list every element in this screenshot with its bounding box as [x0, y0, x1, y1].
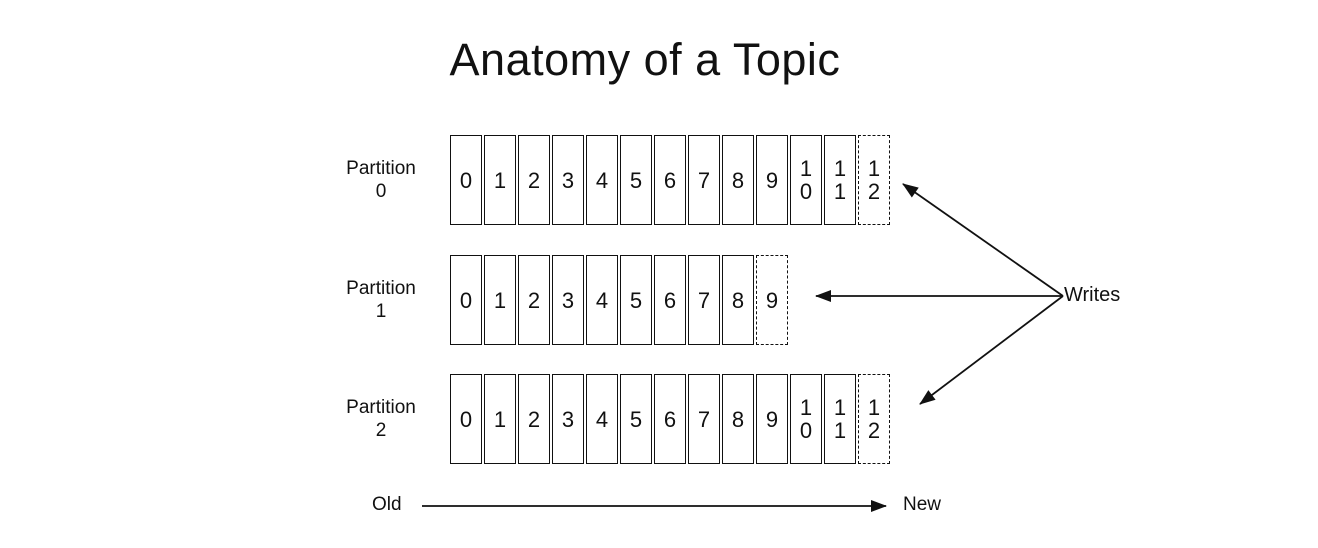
log-cell: 0: [450, 255, 482, 345]
log-cell: 1: [484, 135, 516, 225]
partition-1-label: Partition 1: [318, 255, 444, 345]
log-cell: 1 0: [790, 135, 822, 225]
log-cell: 2: [518, 135, 550, 225]
diagram-title: Anatomy of a Topic: [449, 34, 841, 85]
partition-1-label-name: Partition: [346, 278, 416, 299]
log-cell: 8: [722, 255, 754, 345]
partition-2-label-name: Partition: [346, 397, 416, 418]
partition-0-label-number: 0: [375, 181, 387, 202]
log-cell: 7: [688, 374, 720, 464]
log-cell-pending: 1 2: [858, 374, 890, 464]
log-cell: 6: [654, 374, 686, 464]
log-cell: 7: [688, 255, 720, 345]
partition-2-label-number: 2: [375, 420, 387, 441]
axis-old-label: Old: [372, 494, 402, 515]
log-cell: 1: [484, 255, 516, 345]
writes-arrow-partition-2: [919, 295, 1064, 405]
partition-0-label-name: Partition: [346, 158, 416, 179]
log-cell: 3: [552, 374, 584, 464]
partition-1-label-number: 1: [375, 301, 387, 322]
log-cell: 1: [484, 374, 516, 464]
writes-arrow-partition-0: [902, 183, 1064, 297]
log-cell: 1 1: [824, 374, 856, 464]
log-cell: 4: [586, 255, 618, 345]
log-cell-pending: 9: [756, 255, 788, 345]
log-cell: 8: [722, 374, 754, 464]
log-cell: 3: [552, 255, 584, 345]
log-cell: 1 0: [790, 374, 822, 464]
log-cell: 6: [654, 255, 686, 345]
log-cell-pending: 1 2: [858, 135, 890, 225]
partition-0-label: Partition 0: [318, 135, 444, 225]
log-cell: 9: [756, 135, 788, 225]
partition-2-label: Partition 2: [318, 374, 444, 464]
log-cell: 7: [688, 135, 720, 225]
log-cell: 1 1: [824, 135, 856, 225]
log-cell: 0: [450, 374, 482, 464]
log-cell: 4: [586, 374, 618, 464]
log-cell: 5: [620, 255, 652, 345]
log-cell: 0: [450, 135, 482, 225]
writes-label: Writes: [1064, 284, 1121, 306]
log-cell: 2: [518, 255, 550, 345]
log-cell: 9: [756, 374, 788, 464]
log-cell: 6: [654, 135, 686, 225]
axis-new-label: New: [903, 494, 942, 515]
log-cell: 2: [518, 374, 550, 464]
log-cell: 5: [620, 374, 652, 464]
log-cell: 8: [722, 135, 754, 225]
log-cell: 5: [620, 135, 652, 225]
log-cell: 4: [586, 135, 618, 225]
log-cell: 3: [552, 135, 584, 225]
